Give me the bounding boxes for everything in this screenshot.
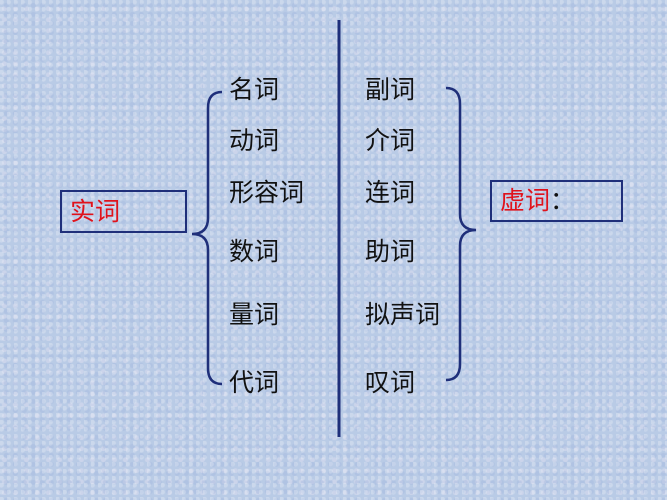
function-word-preposition: 介词	[365, 126, 416, 155]
function-word-conjunction: 连词	[365, 178, 416, 207]
function-words-label: 虚词	[500, 186, 551, 215]
right-brace	[445, 86, 477, 382]
function-word-onomatopoeia: 拟声词	[365, 300, 441, 329]
content-word-measure: 量词	[229, 300, 280, 329]
content-word-verb: 动词	[229, 126, 280, 155]
content-word-adjective: 形容词	[229, 178, 305, 207]
left-brace	[191, 90, 223, 386]
function-word-adverb: 副词	[365, 75, 416, 104]
content-words-label: 实词	[70, 196, 121, 226]
content-word-noun: 名词	[229, 75, 280, 104]
function-word-particle: 助词	[365, 237, 416, 266]
content-words-box: 实词	[60, 190, 187, 233]
content-word-pronoun: 代词	[229, 368, 280, 397]
function-word-interjection: 叹词	[365, 368, 416, 397]
function-words-box: 虚词 ：	[490, 180, 623, 222]
content-word-numeral: 数词	[229, 237, 280, 266]
function-words-colon: ：	[550, 186, 576, 215]
